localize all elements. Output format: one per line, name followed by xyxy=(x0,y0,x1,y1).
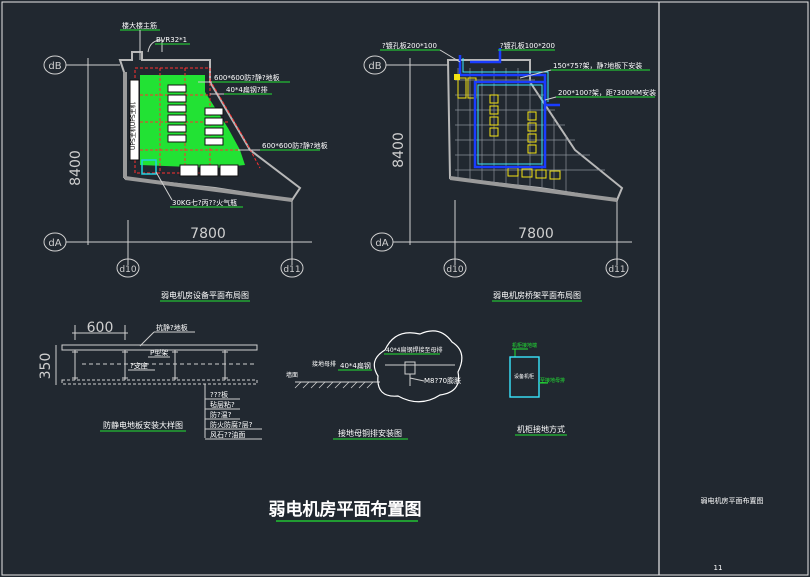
dim-600: 600 xyxy=(87,320,114,336)
ups-cabinet xyxy=(129,79,140,161)
page-number: 11 xyxy=(714,564,723,572)
ground-detail: 墙面 接地母排 40*4扁钢 40*4扁钢焊接至母排 M8?70膨胀 接地母铜排… xyxy=(286,330,463,440)
door-arc xyxy=(147,39,163,53)
grid-label-da: dA xyxy=(48,238,61,249)
tray-junction xyxy=(454,74,460,80)
label-wall: 墙面 xyxy=(286,371,298,379)
extinguisher-box xyxy=(141,159,157,175)
floor-panel xyxy=(61,344,258,351)
wall-thick xyxy=(124,176,293,202)
pedestal-row xyxy=(72,350,228,380)
floor-detail: 600 350 抗静?地板 P型架 ?支座 ???板 毡层粘? 防?温? 防火防… xyxy=(38,320,262,440)
label-tray-d: 200*100?架，距?300MM安装 xyxy=(558,88,656,97)
wall-thick xyxy=(449,176,618,202)
label-cabinet-top: 机柜接地端 xyxy=(512,342,537,349)
grid-label-d11: d11 xyxy=(608,265,625,275)
label-flat-steel: 40*4扁钢?排 xyxy=(226,85,268,94)
leader-line xyxy=(409,377,425,382)
caption-left-plan: 弱电机房设备平面布局图 xyxy=(161,290,249,300)
label-detail-0: 抗静?地板 xyxy=(156,323,188,332)
grid-label-da: dA xyxy=(375,238,388,249)
cabinet-row xyxy=(129,79,239,177)
label-detail-7: 风石??油面 xyxy=(210,430,245,439)
cabinet-box xyxy=(509,356,540,398)
label-flat: 40*4扁钢 xyxy=(340,361,371,370)
label-extinguisher: 30KG七?丙??火气瓶 xyxy=(172,198,237,207)
grid-bubble-d11 xyxy=(605,258,629,278)
left-plan: dB dA 8400 7800 d10 d11 xyxy=(43,21,328,302)
leader-line xyxy=(155,171,173,201)
label-bus: 接地母排 xyxy=(312,360,336,368)
label-tray-c: 150*75?架，静?地板下安装 xyxy=(553,61,642,70)
caption-cabinet-detail: 机柜接地方式 xyxy=(517,424,565,434)
grid-label-d11: d11 xyxy=(283,265,300,275)
hatch xyxy=(294,381,374,389)
leader-line xyxy=(544,96,557,101)
cable-tray-inner xyxy=(462,58,549,165)
label-detail-4: 毡层粘? xyxy=(210,400,235,409)
label-main-wire: 楼大楼主筋 xyxy=(122,21,157,30)
leader-line xyxy=(439,49,461,63)
dim-7800: 7800 xyxy=(190,226,226,242)
dim-8400: 8400 xyxy=(68,150,84,186)
caption-right-plan: 弱电机房桥架平面布局图 xyxy=(493,290,581,300)
cabinet-detail: 机柜接地端 设备机柜 至接地母排 机柜接地方式 xyxy=(509,342,567,436)
label-floor-600-a: 600*600防?静?地板 xyxy=(214,73,280,82)
label-bvr: BVR32*1 xyxy=(156,36,187,44)
dim-8400: 8400 xyxy=(391,132,407,168)
caption-floor-detail: 防静电地板安装大样图 xyxy=(103,420,183,430)
label-detail-1: P型架 xyxy=(150,348,168,357)
grid-label-db: dB xyxy=(48,61,61,72)
grid-label-d10: d10 xyxy=(446,265,463,275)
label-cabinet-side: 至接地母排 xyxy=(540,377,565,384)
label-detail-5: 防?温? xyxy=(210,410,232,419)
grid-bubble-d10 xyxy=(116,258,140,278)
grid-label-d10: d10 xyxy=(119,265,136,275)
bolt xyxy=(404,361,416,375)
base-slab xyxy=(61,379,258,385)
grid-label-db: dB xyxy=(368,61,381,72)
detail-cloud xyxy=(373,330,463,403)
dim-350: 350 xyxy=(38,353,54,380)
label-cabinet-box: 设备机柜 xyxy=(514,373,534,380)
grid-bubble-d11 xyxy=(280,258,304,278)
label-detail-3: ???板 xyxy=(210,390,228,399)
leader-line xyxy=(519,69,552,79)
label-floor-600-b: 600*600防?静?地板 xyxy=(262,141,328,150)
right-plan: dB dA 8400 7800 d10 d11 xyxy=(363,41,656,302)
side-title: 弱电机房平面布置图 xyxy=(701,496,764,505)
cable-tray xyxy=(458,48,560,169)
main-title: 弱电机房平面布置图 xyxy=(269,499,422,520)
label-bolt: 40*4扁钢焊接至母排 xyxy=(386,346,442,354)
label-tray-a: ?镀孔板200*100 xyxy=(382,41,437,50)
caption-ground-detail: 接地母铜排安装图 xyxy=(338,428,402,438)
grid-bubble-d10 xyxy=(443,258,467,278)
label-tray-b: ?镀孔板100*200 xyxy=(500,41,555,50)
leader-line xyxy=(139,331,155,347)
label-ups: UPS主机UPS主机 xyxy=(129,102,137,150)
label-detail-6: 防火防腐?层? xyxy=(210,420,253,429)
dim-7800: 7800 xyxy=(518,226,554,242)
label-bolt2: M8?70膨胀 xyxy=(424,376,461,385)
label-detail-2: ?支座 xyxy=(130,361,148,370)
